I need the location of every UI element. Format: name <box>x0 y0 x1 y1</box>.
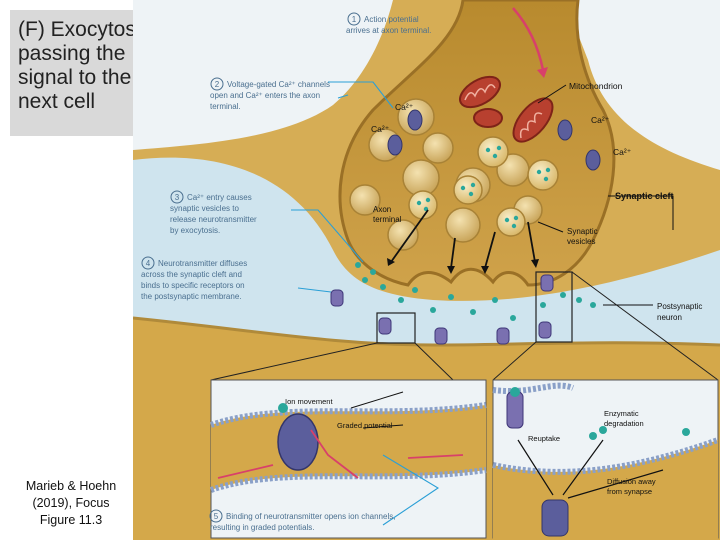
upper-space <box>133 0 720 170</box>
label-synaptic-vesicles: Synaptic <box>567 227 598 236</box>
label-reuptake: Reuptake <box>528 434 560 443</box>
label-axon-terminal: terminal <box>373 215 402 224</box>
step-1: 1 Action potential arrives at axon termi… <box>346 12 431 35</box>
label-enzymatic-degradation: Enzymatic <box>604 409 639 418</box>
step-line: arrives at axon terminal. <box>346 26 431 35</box>
neurotransmitter-molecules <box>355 262 596 321</box>
diagram-labels: 1 Action potential arrives at axon termi… <box>141 12 702 532</box>
step-3: 3 Ca²⁺ entry causes synaptic vesicles to… <box>170 190 257 235</box>
inset-right <box>492 379 719 540</box>
label-lines <box>350 84 674 429</box>
action-potential-arrow <box>512 7 545 71</box>
step-line: terminal. <box>210 102 241 111</box>
label-ca: Ca²⁺ <box>371 124 390 134</box>
step-line: open and Ca²⁺ enters the axon <box>210 91 320 100</box>
label-enzymatic-degradation: degradation <box>604 419 644 428</box>
label-graded-potential: Graded potential <box>337 421 393 430</box>
label-synaptic-cleft: Synaptic cleft <box>615 191 674 201</box>
label-ion-movement: Ion movement <box>285 397 333 406</box>
citation-line: (2019), Focus <box>32 496 110 510</box>
step-number: 3 <box>175 193 180 202</box>
citation-line: Figure 11.3 <box>39 513 103 527</box>
inset-left <box>210 379 487 539</box>
step-number: 2 <box>215 80 220 89</box>
label-ca: Ca²⁺ <box>395 102 414 112</box>
label-synaptic-vesicles: vesicles <box>567 237 595 246</box>
label-postsynaptic-neuron: Postsynaptic <box>657 302 702 311</box>
citation: Marieb & Hoehn (2019), Focus Figure 11.3 <box>8 478 134 529</box>
step-number: 1 <box>352 15 357 24</box>
label-ca: Ca²⁺ <box>613 147 632 157</box>
label-axon-terminal: Axon <box>373 205 391 214</box>
leader-lines <box>291 81 440 526</box>
step-line: the postsynaptic membrane. <box>141 292 242 301</box>
step-line: Voltage-gated Ca²⁺ channels <box>227 80 330 89</box>
step-line: Neurotransmitter diffuses <box>158 259 247 268</box>
synaptic-vesicles <box>349 98 559 251</box>
exocytosis-arrows <box>390 209 536 269</box>
label-postsynaptic-neuron: neuron <box>657 313 682 322</box>
step-line: across the synaptic cleft and <box>141 270 242 279</box>
inset-box-left <box>376 312 416 344</box>
postsynaptic-receptors <box>330 274 554 345</box>
step-5: 5 Binding of neurotransmitter opens ion … <box>209 509 395 532</box>
label-ca: Ca²⁺ <box>591 115 610 125</box>
citation-line: Marieb & Hoehn <box>25 479 117 493</box>
label-mitochondrion: Mitochondrion <box>569 81 623 91</box>
step-number: 5 <box>214 512 219 521</box>
step-line: resulting in graded potentials. <box>210 523 315 532</box>
step-4: 4 Neurotransmitter diffuses across the s… <box>141 256 247 301</box>
exocytosis-diagram <box>133 0 720 540</box>
step-line: Binding of neurotransmitter opens ion ch… <box>226 512 395 521</box>
mitochondria <box>459 75 554 143</box>
label-diffusion-away: from synapse <box>607 487 652 496</box>
step-line: Action potential <box>364 15 419 24</box>
synaptic-cleft <box>133 157 720 345</box>
calcium-channels <box>387 109 601 171</box>
inset-box-right <box>535 271 573 343</box>
step-line: binds to specific receptors on <box>141 281 245 290</box>
step-line: synaptic vesicles to <box>170 204 239 213</box>
step-line: by exocytosis. <box>170 226 220 235</box>
step-line: Ca²⁺ entry causes <box>187 193 252 202</box>
step-line: release neurotransmitter <box>170 215 257 224</box>
step-2: 2 Voltage-gated Ca²⁺ channels open and C… <box>210 77 330 111</box>
label-diffusion-away: Diffusion away <box>607 477 656 486</box>
step-number: 4 <box>146 259 151 268</box>
